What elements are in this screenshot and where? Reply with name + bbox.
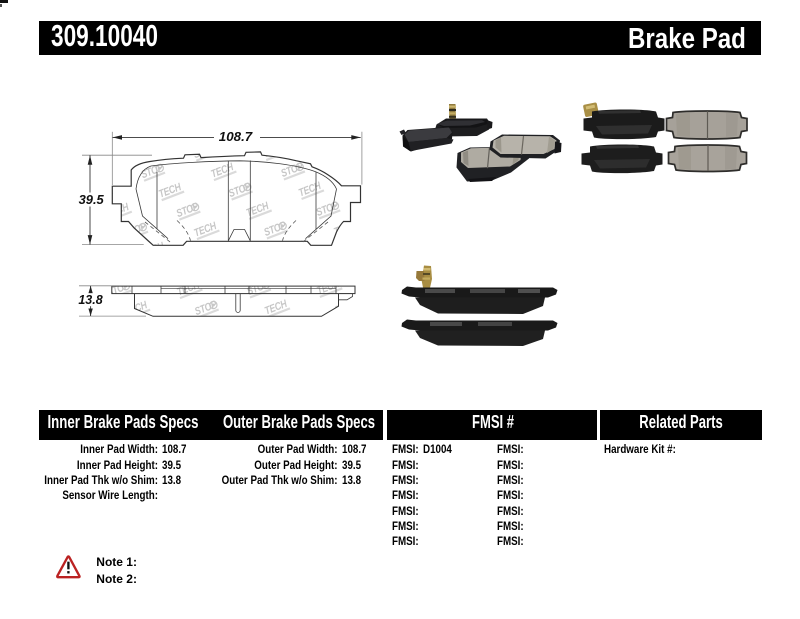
svg-text:13.8: 13.8: [78, 293, 102, 307]
svg-text:39.5: 39.5: [79, 192, 105, 207]
svg-text:108.7: 108.7: [219, 129, 253, 143]
